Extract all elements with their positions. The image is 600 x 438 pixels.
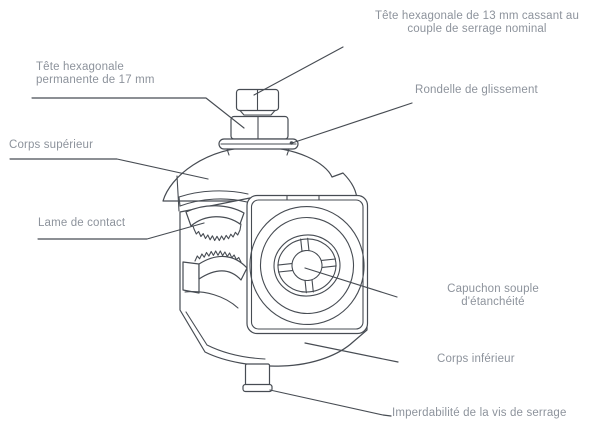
sealing-cap-rings bbox=[249, 205, 365, 326]
label-corps-inferieur: Corps inférieur bbox=[437, 353, 515, 365]
contact-blade-jaws bbox=[178, 190, 249, 309]
leader-hex17 bbox=[31, 97, 245, 129]
label-imperdabilite: Imperdabilité de la vis de serrage bbox=[392, 407, 567, 419]
permanent-hex-head-17mm bbox=[230, 115, 289, 140]
captive-screw bbox=[242, 363, 273, 393]
label-lame: Lame de contact bbox=[38, 217, 126, 229]
leader-corps-inferieur bbox=[304, 342, 399, 363]
leader-capuchon bbox=[304, 267, 398, 298]
leader-imperdabilite bbox=[269, 389, 392, 417]
label-capuchon-line2: d'étanchéité bbox=[461, 295, 525, 308]
shear-hex-head-13mm bbox=[235, 88, 280, 116]
label-rondelle: Rondelle de glissement bbox=[415, 84, 538, 96]
label-capuchon: Capuchon souple d'étanchéité bbox=[413, 283, 573, 308]
label-hex13-line2: couple de serrage nominal bbox=[407, 22, 547, 35]
label-corps-superieur: Corps supérieur bbox=[9, 139, 94, 151]
leader-hex13 bbox=[253, 46, 344, 96]
lower-blade-teeth bbox=[194, 250, 242, 263]
label-hex17: Tête hexagonale permanente de 17 mm bbox=[36, 61, 155, 86]
sliding-washer bbox=[218, 138, 299, 156]
front-plate bbox=[246, 194, 369, 335]
leader-rondelle bbox=[291, 102, 413, 144]
label-hex13-line1: Tête hexagonale de 13 mm cassant au bbox=[374, 10, 580, 22]
leader-lines bbox=[9, 46, 413, 417]
label-hex13: Tête hexagonale de 13 mm cassant au coup… bbox=[357, 10, 597, 35]
leader-lame bbox=[37, 222, 205, 240]
upper-blade-teeth bbox=[193, 228, 241, 242]
leader-rondelle-dot bbox=[289, 141, 294, 145]
label-capuchon-line1: Capuchon souple bbox=[447, 283, 539, 295]
label-hex17-line1: Tête hexagonale bbox=[36, 61, 124, 73]
upper-body-dome bbox=[162, 146, 358, 212]
label-hex17-line2: permanente de 17 mm bbox=[36, 73, 155, 86]
leader-corps-superieur bbox=[9, 158, 209, 180]
